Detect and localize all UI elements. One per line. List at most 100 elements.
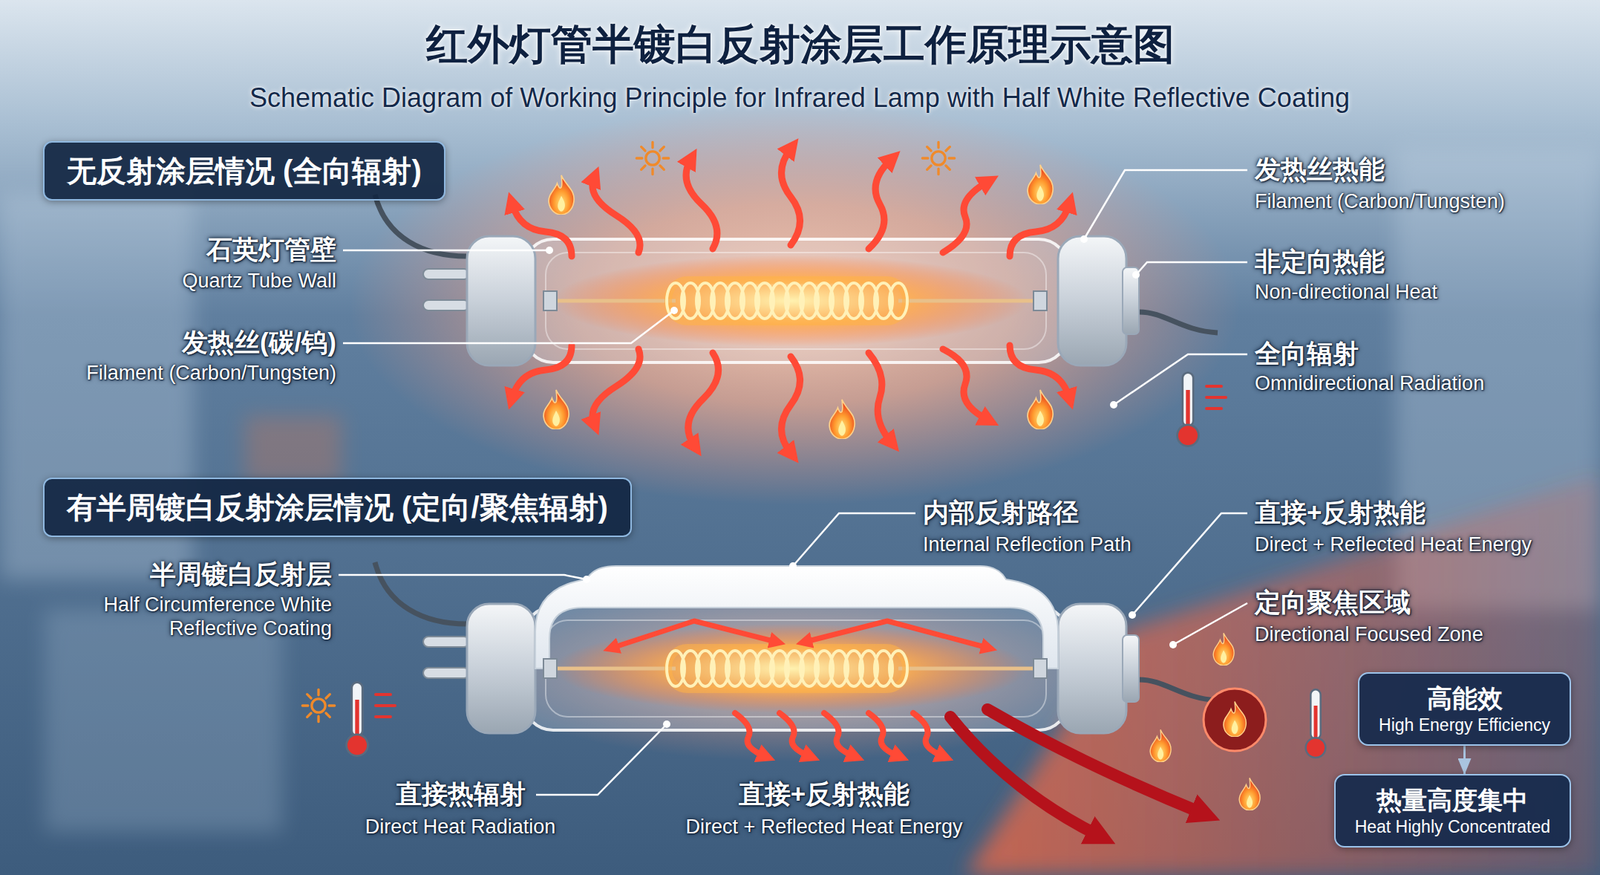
callout-label: 直接+反射热能 xyxy=(738,778,910,810)
leader-line-part xyxy=(1083,170,1248,240)
heat-icons-part xyxy=(346,682,369,756)
leader-dot-part xyxy=(1132,270,1140,279)
leader-line-part xyxy=(1135,262,1248,275)
result-box: 高能效High Energy Efficiency xyxy=(1357,671,1572,746)
diagram-title: 红外灯管半镀白反射涂层工作原理示意图 xyxy=(0,19,1600,70)
callout-note: Schematic Diagram of Working Principle f… xyxy=(249,81,1350,114)
lamp-top-part xyxy=(374,194,1218,366)
focused-arrows xyxy=(950,709,1203,836)
node-title: 无反射涂层情况 (全向辐射) xyxy=(66,151,422,191)
radiation-arrows-part xyxy=(688,352,719,446)
leader-dot-part xyxy=(670,306,678,315)
node-subtitle: Heat Highly Concentrated xyxy=(1354,815,1551,838)
leader-line-part xyxy=(792,513,916,566)
heat-icons-part xyxy=(1223,701,1246,738)
lamp-bottom-part xyxy=(374,562,1218,733)
lamp-bottom xyxy=(374,562,1218,836)
radiation-arrows-part xyxy=(1009,204,1070,257)
leader-line-part xyxy=(343,249,550,252)
heat-icons-part xyxy=(1027,164,1053,205)
radiation-arrows-part xyxy=(942,181,988,253)
radiation-arrows-part xyxy=(781,148,801,246)
downward-arrows-part xyxy=(824,712,854,756)
radiation-arrows-part xyxy=(868,159,891,249)
leader-dot-part xyxy=(663,720,671,728)
lamp-bottom-part xyxy=(543,647,1047,690)
radiation-arrows-part xyxy=(592,178,640,253)
heat-glow-part xyxy=(348,103,1240,505)
heat-icons-part xyxy=(829,399,855,439)
radiation-arrows-part xyxy=(781,356,801,453)
leader-line-part xyxy=(1113,354,1248,405)
leader-line-part xyxy=(536,723,667,795)
callout-label: 定向聚焦区域 xyxy=(1254,586,1411,618)
callout-label: 发热丝热能 xyxy=(1254,153,1385,185)
heat-icons-part xyxy=(636,141,669,174)
callout-label: 直接+反射热能 xyxy=(1254,496,1426,528)
callout-note: Half Circumference White Reflective Coat… xyxy=(34,592,332,641)
node-title: 有半周镀白反射涂层情况 (定向/聚焦辐射) xyxy=(66,487,609,527)
downward-arrows-part xyxy=(913,712,943,756)
heat-icons-part xyxy=(375,694,395,717)
downward-arrows-part xyxy=(868,712,899,756)
heat-icons-part xyxy=(302,689,335,721)
node-title: 热量高度集中 xyxy=(1354,784,1551,816)
node-title: 高能效 xyxy=(1378,682,1551,715)
heat-icons-part xyxy=(1203,688,1266,751)
heat-icons xyxy=(302,141,1326,811)
downward-arrows xyxy=(735,712,943,756)
radiation-arrows-part xyxy=(868,352,891,442)
heat-icons-part xyxy=(1177,372,1200,447)
radiation-arrows-part xyxy=(686,159,718,249)
callout-label: 非定向热能 xyxy=(1254,245,1385,277)
leader-dot-part xyxy=(789,562,797,570)
leader-dot-part xyxy=(582,575,591,583)
radiation-arrows-part xyxy=(512,345,572,398)
heat-icons-part xyxy=(1150,729,1171,762)
callout-note: Filament (Carbon/Tungsten) xyxy=(86,360,337,385)
leader-line-part xyxy=(343,310,675,344)
radiation-arrows xyxy=(512,148,1070,453)
leader-dot-part xyxy=(1169,640,1177,649)
callout-note: Direct + Reflected Heat Energy xyxy=(1254,532,1532,557)
callout-note: Direct Heat Radiation xyxy=(365,814,557,839)
reflection-arrows xyxy=(612,620,988,648)
leader-dot xyxy=(545,235,1177,728)
section-header: 无反射涂层情况 (全向辐射) xyxy=(43,141,446,201)
callout-note: Non-directional Heat xyxy=(1254,279,1438,304)
lamp-top xyxy=(374,194,1218,366)
callout-label: 石英灯管壁 xyxy=(206,233,337,266)
downward-arrows-part xyxy=(735,712,765,756)
leader-line-part xyxy=(338,574,587,580)
callout-label: 内部反射路径 xyxy=(922,496,1079,528)
node-subtitle: High Energy Efficiency xyxy=(1378,714,1551,736)
focused-arrows-part xyxy=(987,709,1203,813)
heat-icons-part xyxy=(548,175,574,215)
result-box: 热量高度集中Heat Highly Concentrated xyxy=(1334,773,1572,848)
radiation-arrows-part xyxy=(1009,345,1070,398)
callout-label: 直接热辐射 xyxy=(395,778,526,810)
downward-arrows-part xyxy=(779,712,810,756)
leader-dot-part xyxy=(1128,611,1136,619)
callout-label: 半周镀白反射层 xyxy=(149,558,332,590)
callout-note: Quartz Tube Wall xyxy=(181,268,337,293)
reflection-arrows-part xyxy=(612,620,776,648)
heat-icons-part xyxy=(1206,386,1226,409)
callout-label: 全向辐射 xyxy=(1254,337,1359,370)
callout-note: Omnidirectional Radiation xyxy=(1254,371,1485,395)
radiation-arrows-part xyxy=(592,348,640,424)
section-header: 有半周镀白反射涂层情况 (定向/聚焦辐射) xyxy=(43,477,632,537)
lab-background-part xyxy=(245,415,342,483)
lab-background-part xyxy=(44,608,283,832)
radiation-arrows-part xyxy=(942,348,988,420)
lamp-top-part xyxy=(543,279,1047,322)
heat-icons-part xyxy=(1027,389,1053,430)
heat-icons-part xyxy=(1305,689,1327,758)
leader-dot-part xyxy=(545,246,554,254)
leader-dot-part xyxy=(1109,400,1118,409)
heat-icons-part xyxy=(1213,632,1234,666)
